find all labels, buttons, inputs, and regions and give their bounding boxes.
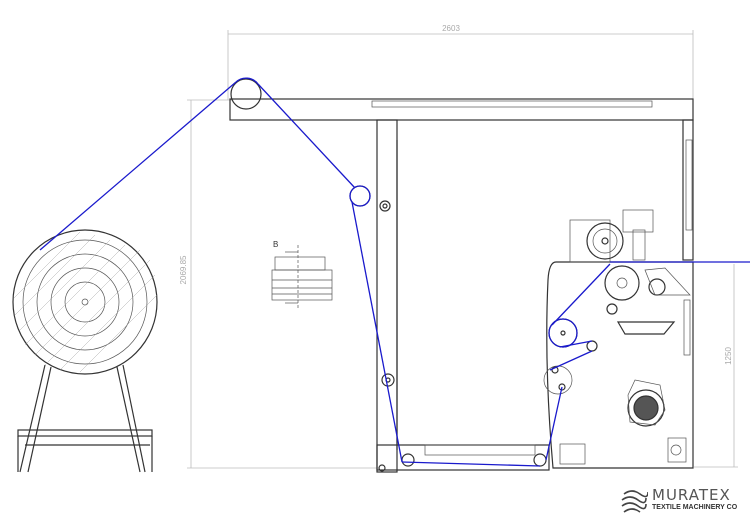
top-pulley: [230, 78, 262, 110]
fabric-web-path: [39, 77, 750, 467]
machine-body: [543, 209, 694, 469]
roll-stand: [17, 364, 153, 473]
dimension-width-label: 2603: [442, 24, 460, 33]
machine-frame: [229, 98, 694, 473]
dimension-height-label: 2069.85: [179, 255, 188, 284]
detail-b-view: [271, 245, 333, 308]
logo-tagline: TEXTILE MACHINERY CO: [652, 504, 738, 511]
logo-weave-icon: [621, 490, 648, 513]
logo-name: MURATEX: [652, 486, 731, 504]
dimension-width: [227, 30, 694, 100]
dimension-machine-height: [694, 264, 738, 468]
dimension-height: [187, 99, 380, 469]
company-logo: MURATEX TEXTILE MACHINERY CO: [620, 484, 745, 518]
detail-b-label: B: [273, 240, 278, 249]
fabric-roll: [12, 229, 158, 375]
dimension-machine-height-label: 1250: [724, 347, 733, 365]
idler-rollers: [349, 185, 547, 472]
